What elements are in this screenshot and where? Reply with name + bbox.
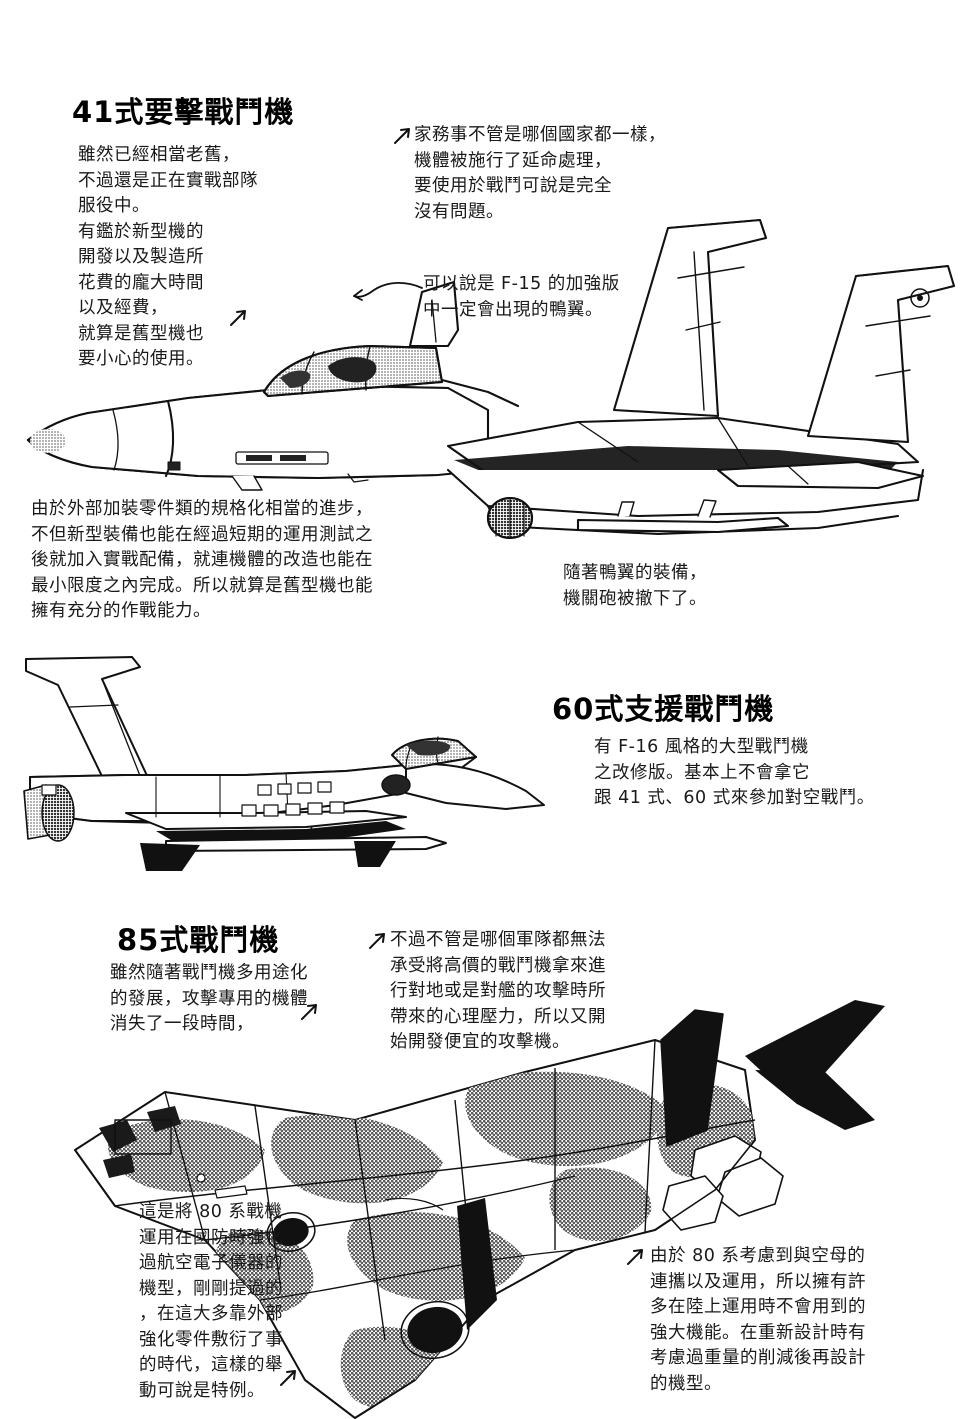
pointer-arrow-icon — [299, 1000, 321, 1022]
callout-type-85-cheap-attacker: 不過不管是哪個軍隊都無法 承受將高價的戰鬥機拿來進 行對地或是對艦的攻擊時所 帶… — [390, 930, 606, 1052]
callout-type-85-avionics: 這是將 80 系戰機 運用在國防時強化 過航空電子儀器的 機型，剛剛提過的 ，在… — [139, 1202, 283, 1401]
heading-type-41: 41式要擊戰鬥機 — [72, 95, 295, 129]
pointer-arrow-icon — [392, 124, 414, 146]
heading-type-60: 60式支援戰鬥機 — [552, 692, 775, 726]
pointer-arrow-icon — [625, 1245, 647, 1267]
description-type-85-main: 雖然隨著戰鬥機多用途化 的發展，攻擊專用的機體 消失了一段時間， — [110, 963, 308, 1034]
pointer-arrow-icon — [278, 1366, 300, 1388]
aircraft-illustration-type-60 — [23, 656, 545, 871]
pointer-arrow-icon — [228, 306, 250, 328]
callout-type-41-cannon-removed: 隨著鴨翼的裝備， 機關砲被撤下了。 — [563, 563, 707, 609]
description-type-41-main: 雖然已經相當老舊， 不過還是正在實戰部隊 服役中。 有鑑於新型機的 開發以及製造… — [78, 145, 258, 369]
pointer-arrow-icon — [367, 929, 389, 951]
description-type-41-modularity: 由於外部加裝零件類的規格化相當的進步， 不但新型裝備也能在經過短期的運用測試之 … — [31, 499, 373, 621]
callout-type-41-canard: 可以說是 F-15 的加強版 中一定會出現的鴨翼。 — [423, 274, 620, 320]
leader-line-canard — [353, 282, 423, 301]
heading-type-85: 85式戰鬥機 — [117, 923, 280, 957]
description-type-60-main: 有 F-16 風格的大型戰鬥機 之改修版。基本上不會拿它 跟 41 式、60 式… — [594, 737, 875, 808]
callout-type-85-carrier-ops: 由於 80 系考慮到與空母的 連攜以及運用，所以擁有許 多在陸上運用時不會用到的… — [650, 1246, 866, 1394]
callout-type-41-airframe-life: 家務事不管是哪個國家都一樣， 機體被施行了延命處理， 要使用於戰鬥可說是完全 沒… — [414, 125, 666, 222]
